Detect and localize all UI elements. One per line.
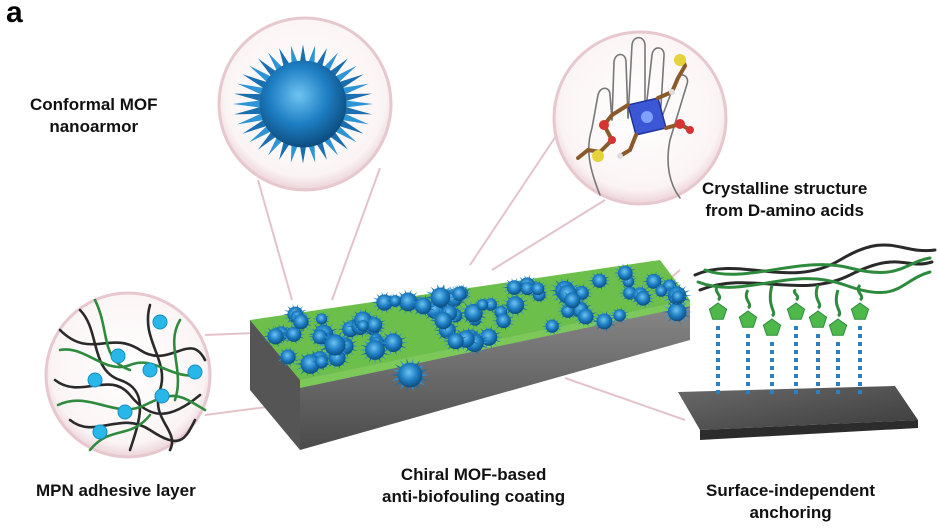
mof-nanoflower bbox=[442, 330, 469, 352]
mof-nanoflower bbox=[409, 294, 437, 318]
mof-nanoflower bbox=[591, 310, 618, 333]
mof-nanoflower bbox=[502, 277, 527, 298]
mof-nanoflower bbox=[474, 325, 503, 349]
anchor-polymer-chains bbox=[693, 243, 937, 295]
mof-nanoflower bbox=[275, 346, 301, 367]
mof-nanoflower bbox=[527, 280, 549, 298]
mof-nanoflower bbox=[500, 293, 530, 317]
mof-nanoflower bbox=[390, 358, 430, 392]
mof-nanoflower bbox=[318, 330, 352, 360]
mof-nanoflower-field bbox=[262, 263, 693, 392]
label-crystalline-line1: Crystalline structure bbox=[702, 179, 868, 198]
coated-substrate bbox=[250, 260, 693, 450]
mof-nanoflower bbox=[378, 330, 409, 356]
label-nanoarmor-line2: nanoarmor bbox=[49, 117, 139, 136]
label-anchoring: Surface-independent anchoring bbox=[706, 480, 875, 524]
anchor-slab-top bbox=[678, 386, 918, 430]
amino-acid-molecule-icon bbox=[576, 54, 694, 162]
mof-nanoflower bbox=[447, 284, 471, 304]
catechol-anchor-icon bbox=[738, 310, 758, 328]
mof-nanoflower bbox=[662, 299, 693, 325]
catechol-anchor-icon bbox=[808, 310, 828, 328]
mof-nanoflower bbox=[429, 309, 458, 333]
label-mpn: MPN adhesive layer bbox=[36, 480, 196, 502]
label-coating-line2: anti-biofouling coating bbox=[382, 487, 566, 506]
mof-nanoflower bbox=[541, 317, 563, 336]
substrate-front-side bbox=[300, 300, 690, 450]
mof-nanoflower bbox=[573, 306, 599, 328]
mpn-bubble bbox=[44, 291, 212, 459]
catechol-anchor-icon bbox=[828, 318, 848, 336]
label-crystalline: Crystalline structure from D-amino acids bbox=[702, 178, 867, 222]
mof-nanoflower bbox=[262, 325, 289, 348]
mof-nanoflower bbox=[353, 318, 373, 334]
label-nanoarmor: Conformal MOF nanoarmor bbox=[30, 94, 158, 138]
label-mpn-line1: MPN adhesive layer bbox=[36, 481, 196, 500]
mof-nanoflower bbox=[473, 297, 492, 313]
mof-nanoflower bbox=[385, 293, 405, 309]
mof-nanoflower bbox=[288, 311, 314, 332]
label-anchoring-line2: anchoring bbox=[749, 503, 832, 522]
substrate-left-side bbox=[250, 320, 300, 450]
label-nanoarmor-line1: Conformal MOF bbox=[30, 95, 158, 114]
catechol-anchor-icon bbox=[708, 302, 728, 320]
mof-nanoflower bbox=[312, 311, 331, 327]
chirality-bubble bbox=[552, 30, 728, 206]
mof-nanoflower bbox=[310, 352, 333, 371]
mof-nanoflower bbox=[233, 44, 373, 164]
catechol-anchor-icon bbox=[762, 318, 782, 336]
metal-ion-dots bbox=[87, 314, 203, 440]
catechol-anchors bbox=[708, 284, 870, 394]
catechol-anchor-icon bbox=[850, 302, 870, 320]
nanoflower-bubble bbox=[217, 16, 393, 192]
mof-nanoflower bbox=[613, 263, 638, 283]
label-anchoring-line1: Surface-independent bbox=[706, 481, 876, 500]
anchoring-inset bbox=[678, 243, 937, 440]
label-coating: Chiral MOF-based anti-biofouling coating bbox=[382, 464, 565, 508]
mof-nanoflower bbox=[651, 283, 671, 299]
panel-label: a bbox=[6, 0, 23, 29]
mof-nanoflower bbox=[667, 288, 689, 306]
mof-nanoflower bbox=[588, 271, 611, 291]
label-crystalline-line2: from D-amino acids bbox=[705, 201, 865, 220]
label-coating-line1: Chiral MOF-based bbox=[400, 465, 547, 484]
mof-nanoflower bbox=[559, 289, 586, 311]
mof-nanoflower bbox=[424, 284, 457, 311]
catechol-anchor-icon bbox=[786, 302, 806, 320]
mof-nanoflower bbox=[631, 288, 655, 309]
anchor-slab-edge bbox=[700, 420, 918, 440]
mof-nanoflower-icon bbox=[233, 44, 373, 164]
mof-nanoflower bbox=[359, 336, 391, 364]
hand-outline-icon bbox=[587, 36, 689, 199]
mof-nanoflower bbox=[491, 311, 516, 331]
